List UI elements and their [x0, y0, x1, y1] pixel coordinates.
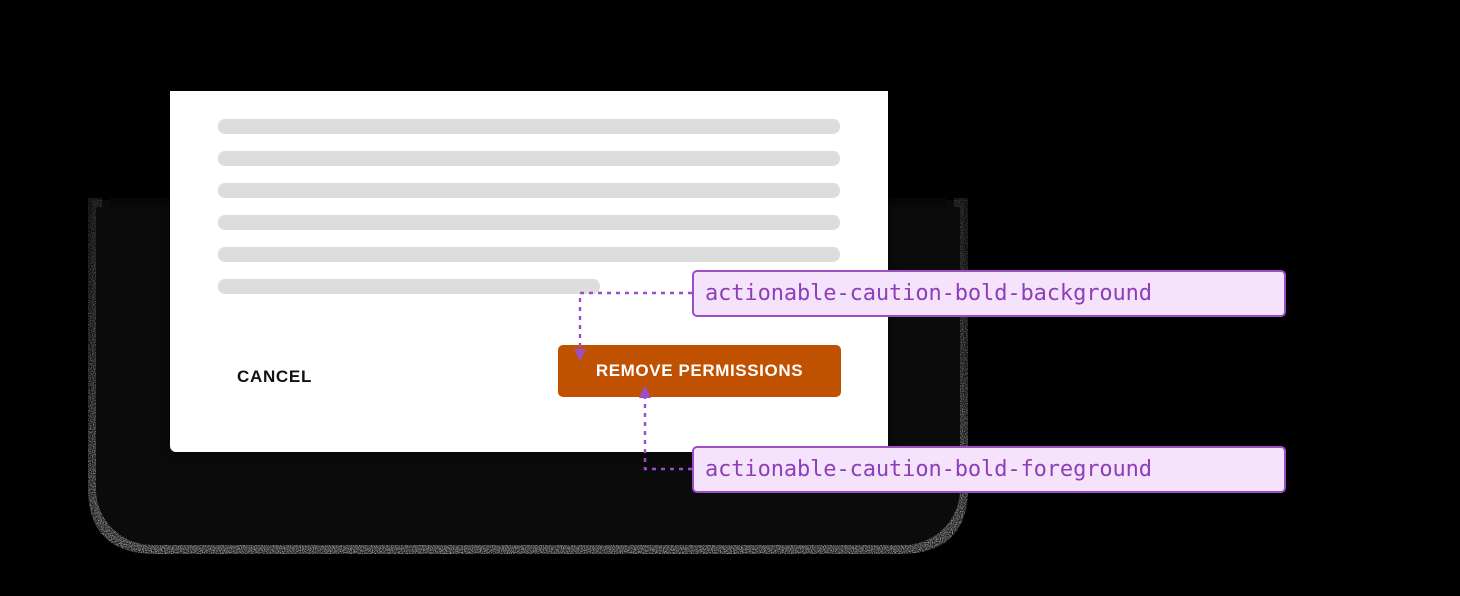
placeholder-line — [218, 151, 840, 166]
remove-permissions-button[interactable]: REMOVE PERMISSIONS — [558, 345, 841, 397]
annotation-label: actionable-caution-bold-foreground — [705, 457, 1152, 482]
annotation-label: actionable-caution-bold-background — [705, 281, 1152, 306]
placeholder-line — [218, 247, 840, 262]
cancel-button[interactable]: CANCEL — [233, 361, 316, 393]
placeholder-line — [218, 119, 840, 134]
dialog-action-row: CANCEL REMOVE PERMISSIONS — [170, 345, 888, 415]
annotation-actionable-caution-bold-background[interactable]: actionable-caution-bold-background — [692, 270, 1286, 317]
annotation-actionable-caution-bold-foreground[interactable]: actionable-caution-bold-foreground — [692, 446, 1286, 493]
placeholder-line — [218, 215, 840, 230]
placeholder-line — [218, 183, 840, 198]
placeholder-line — [218, 279, 600, 294]
skeleton-content — [218, 119, 840, 311]
remove-permissions-button-label: REMOVE PERMISSIONS — [595, 361, 804, 380]
